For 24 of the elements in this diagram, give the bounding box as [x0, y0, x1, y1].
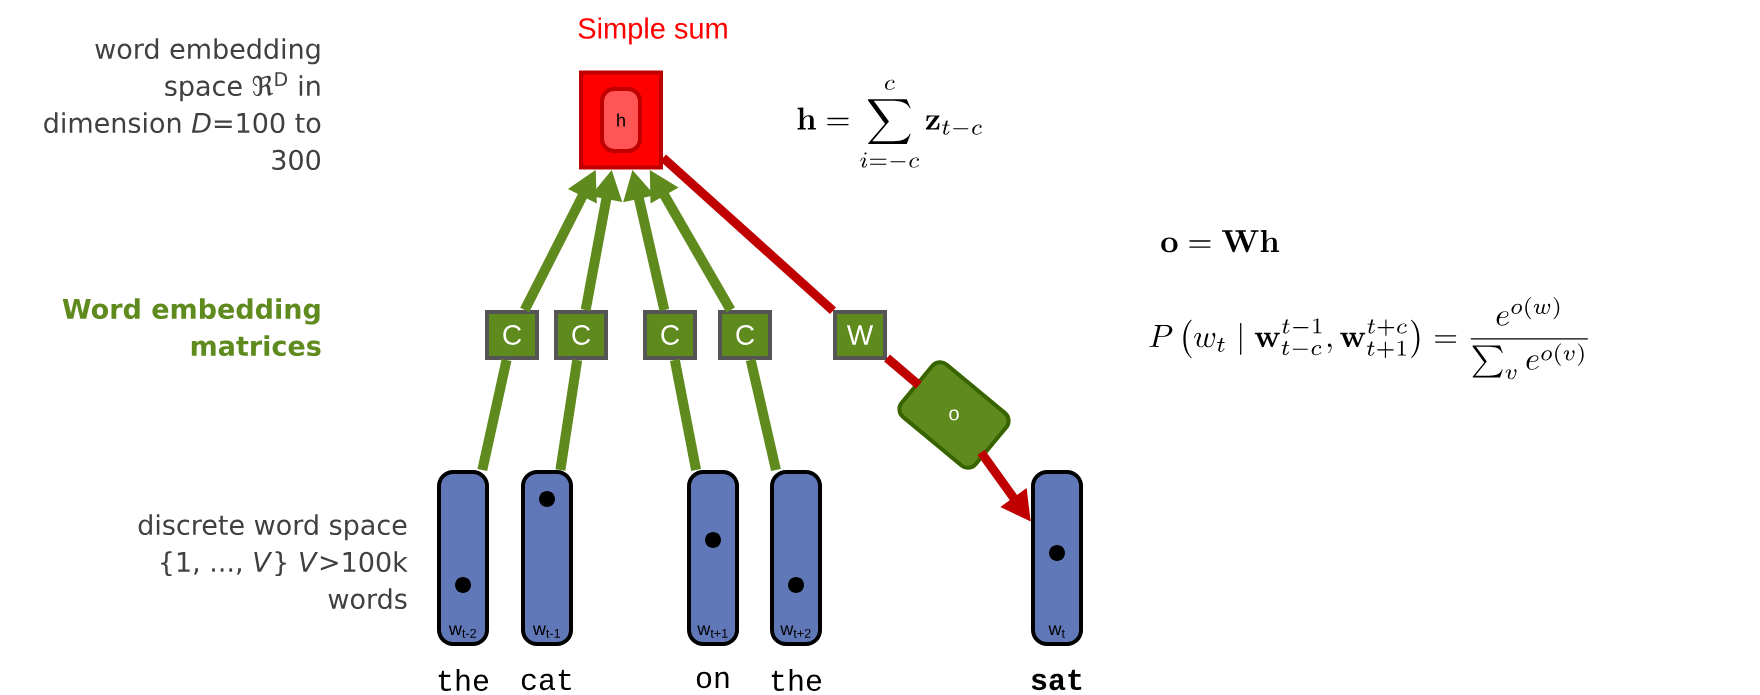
formula: $\mathbf{h}=\sum_{i=-c}^{c}\mathbf{z}_{t-c}$	[797, 79, 982, 168]
formula: $P\left(w_t\mid\mathbf{w}_{t-c}^{t-1},\mathbf{w}_{t+1}^{t+c}\right)=\frac{e^{o(w)}}{\sum_{v}e^{o(v)}}$	[1149, 296, 1588, 380]
section-label: Word embedding matrices	[62, 298, 321, 357]
output-box: o	[897, 360, 1011, 470]
formula: $\mathbf{o}=\mathbf{W}\mathbf{h}$	[1161, 229, 1279, 253]
matrix-box: C	[554, 310, 608, 360]
description: discrete word space {1, ..., V} V>100k words	[138, 514, 408, 610]
word-vector: w$_{t}$	[1031, 470, 1083, 646]
matrix-box: C	[485, 310, 539, 360]
word-vector: w$_{t+2}$	[770, 470, 822, 646]
word: on	[696, 671, 729, 689]
word: cat	[521, 669, 571, 691]
sum-box: h	[579, 70, 663, 170]
heading: Simple sum	[578, 17, 727, 45]
matrix-box: W	[833, 310, 887, 360]
word: sat	[1031, 669, 1082, 691]
word-vector: w$_{t-1}$	[521, 470, 573, 646]
word: the	[771, 669, 822, 691]
description: word embedding space ℜ$^{D}$ in dimension D=100 to 300	[44, 38, 321, 171]
word-vector: w$_{t-2}$	[437, 470, 489, 646]
word-vector: w$_{t+1}$	[687, 470, 739, 646]
word: the	[438, 669, 489, 691]
matrix-box: C	[718, 310, 772, 360]
matrix-box: C	[643, 310, 697, 360]
